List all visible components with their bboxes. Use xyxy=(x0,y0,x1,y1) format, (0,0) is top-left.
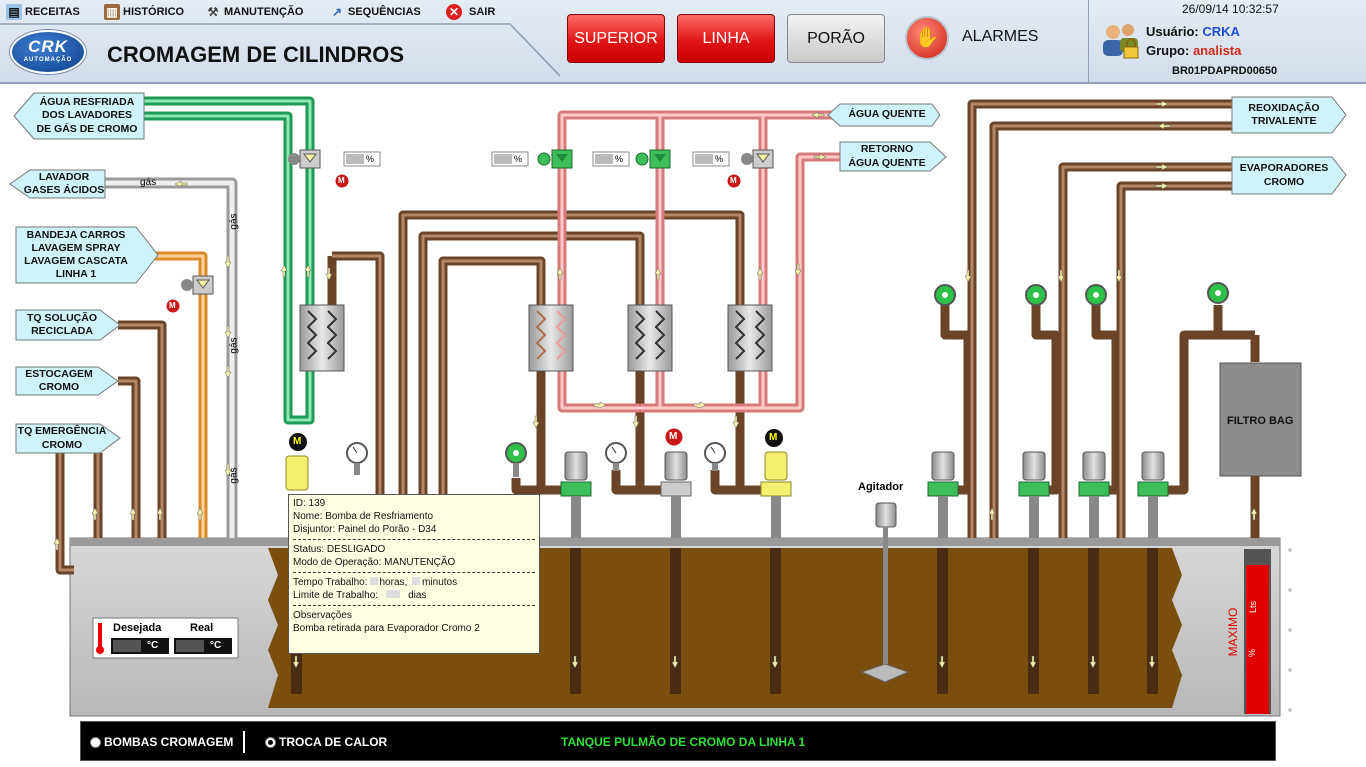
alarmes-label[interactable]: ALARMES xyxy=(962,28,1039,45)
filtro-bag xyxy=(1219,362,1302,477)
real-unit: °C xyxy=(210,640,222,651)
header-bar: ▤RECEITAS ▥HISTÓRICO ⚒MANUTENÇÃO ↗SEQUÊN… xyxy=(0,0,1366,84)
label-agua-quente: ÁGUA QUENTE xyxy=(848,108,926,121)
nav-porao-button[interactable]: PORÃO xyxy=(787,14,885,63)
recipes-icon: ▤ xyxy=(6,4,22,20)
usuario-row: Usuário: CRKA xyxy=(1146,24,1240,39)
gas-label-vertical-3: gás xyxy=(228,467,240,484)
page-title: CROMAGEM DE CILINDROS xyxy=(107,42,404,67)
logo-text: CRK xyxy=(28,37,68,56)
pressure-gauges xyxy=(346,282,1229,477)
orange-pipe xyxy=(155,251,208,538)
motor-marker-4: M xyxy=(669,431,678,442)
gas-label-vertical-1: gás xyxy=(228,213,240,230)
green-pipe xyxy=(138,96,315,425)
motor-marker-2: M xyxy=(169,301,176,310)
tooltip-obs: Bomba retirada para Evaporador Cromo 2 xyxy=(293,623,480,634)
users-lock-icon xyxy=(1103,24,1139,59)
tooltip-tempo: Tempo Trabalho:horas, minutos xyxy=(293,577,458,588)
host-name: BR01PDAPRD00650 xyxy=(1172,65,1278,77)
temperature-box xyxy=(92,617,239,659)
motor-marker-6: M xyxy=(769,432,778,443)
tooltip-obs-label: Observações xyxy=(293,610,352,621)
grupo-row: Grupo: analista xyxy=(1146,43,1242,58)
valve-percent-3: % xyxy=(615,154,624,164)
maximo-label: MAXIMO xyxy=(1226,607,1240,657)
radio-troca-de-calor[interactable]: TROCA DE CALOR xyxy=(265,735,387,749)
tooltip-limite: Limite de Trabalho:dias xyxy=(293,590,427,601)
gas-label-vertical-2: gás xyxy=(228,337,240,354)
desejada-label: Desejada xyxy=(113,622,162,634)
gas-pipe xyxy=(105,177,238,538)
bottom-divider xyxy=(243,731,245,753)
tank-title: TANQUE PULMÃO DE CROMO DA LINHA 1 xyxy=(561,735,806,749)
tooltip-status: Status: DESLIGADO xyxy=(293,544,386,555)
desejada-unit: °C xyxy=(147,640,159,651)
logo-subtext: AUTOMAÇÃO xyxy=(23,57,73,63)
menu-receitas[interactable]: ▤RECEITAS xyxy=(6,3,80,21)
tank-rim xyxy=(70,538,1280,546)
valve-percent-displays xyxy=(343,151,730,167)
agitator xyxy=(860,502,910,683)
tools-icon: ⚒ xyxy=(207,5,219,19)
tooltip-disjuntor: Disjuntor: Painel do Porão - D34 xyxy=(293,524,437,535)
radio-bombas-cromagem[interactable]: BOMBAS CROMAGEM xyxy=(90,735,233,749)
usuario-value: CRKA xyxy=(1202,24,1240,39)
bottom-bar: BOMBAS CROMAGEM TROCA DE CALOR TANQUE PU… xyxy=(80,721,1276,761)
tooltip-modo: Modo de Operação: MANUTENÇÃO xyxy=(293,557,456,568)
flow-arrows xyxy=(53,100,1258,669)
motor-marker-5: M xyxy=(293,436,302,447)
motor-marker-3: M xyxy=(730,176,737,185)
valve-percent-2: % xyxy=(514,154,523,164)
tooltip-id: ID: 139 xyxy=(293,498,326,509)
menu-historico[interactable]: ▥HISTÓRICO xyxy=(104,3,184,21)
filtro-bag-label[interactable]: FILTRO BAG xyxy=(1227,415,1294,427)
exit-icon: ✕ xyxy=(446,4,462,20)
tank-level-fill xyxy=(1246,565,1269,714)
nav-superior-button[interactable]: SUPERIOR xyxy=(567,14,665,63)
tank-level-bar xyxy=(1244,548,1292,714)
menu-sequencias[interactable]: ↗SEQUÊNCIAS xyxy=(329,3,421,21)
valves xyxy=(181,149,774,295)
motor-marker-1: M xyxy=(338,176,345,185)
datetime: 26/09/14 10:32:57 xyxy=(1182,2,1279,16)
valve-percent-1: % xyxy=(366,154,375,164)
tooltip-nome: Nome: Bomba de Resfriamento xyxy=(293,511,434,522)
company-logo: CRK AUTOMAÇÃO xyxy=(10,30,86,74)
sequence-icon: ↗ xyxy=(331,5,343,19)
valve-percent-4: % xyxy=(715,154,724,164)
menu-sair[interactable]: ✕SAIR xyxy=(446,3,495,21)
pump-tooltip: ID: 139 Nome: Bomba de Resfriamento Disj… xyxy=(288,494,540,654)
title-tab-shape xyxy=(0,23,560,77)
grupo-value: analista xyxy=(1192,43,1242,58)
radio-dot[interactable] xyxy=(90,736,101,748)
heat-exchangers xyxy=(299,304,773,372)
radio-dot-selected[interactable] xyxy=(265,736,276,748)
gas-label: gás xyxy=(140,177,157,188)
real-label: Real xyxy=(190,622,214,634)
nav-linha-button[interactable]: LINHA xyxy=(677,14,775,63)
menu-manutencao[interactable]: ⚒MANUTENÇÃO xyxy=(205,3,304,21)
user-info-panel xyxy=(1088,0,1366,84)
motor-status-markers xyxy=(165,173,783,451)
alarm-hand-icon[interactable]: ✋ xyxy=(905,16,949,60)
history-book-icon: ▥ xyxy=(104,4,120,20)
pumps xyxy=(285,451,1169,538)
agitador-label: Agitador xyxy=(858,481,904,493)
level-percent-unit: % xyxy=(1247,648,1258,658)
level-liters-unit: Lts xyxy=(1248,600,1259,614)
hot-water-pipes xyxy=(557,110,840,413)
